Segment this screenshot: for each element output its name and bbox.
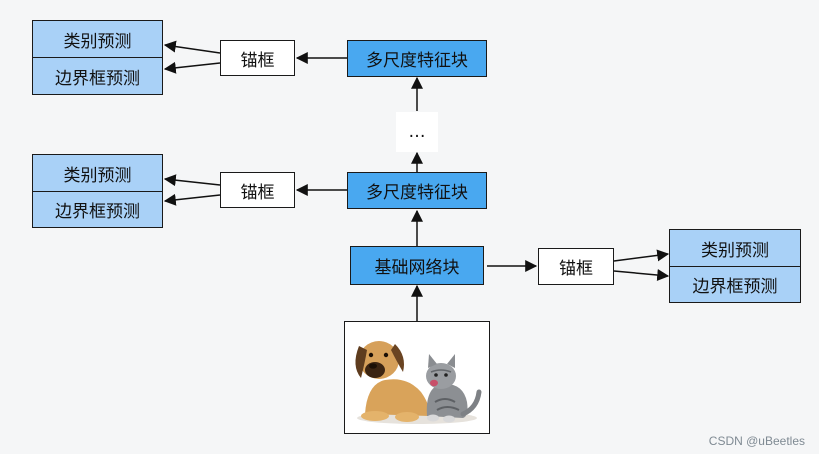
multiscale-block-middle: 多尺度特征块 (347, 172, 487, 209)
class-prediction-box-middle: 类别预测 (32, 154, 163, 192)
bbox-prediction-box-top: 边界框预测 (32, 57, 163, 95)
bbox-prediction-label: 边界框预测 (55, 202, 140, 222)
bbox-prediction-label: 边界框预测 (692, 277, 778, 297)
multiscale-block-label: 多尺度特征块 (366, 183, 468, 203)
ellipsis-label: … (408, 122, 426, 142)
base-block-label: 基础网络块 (374, 258, 460, 278)
bbox-prediction-label: 边界框预测 (55, 68, 140, 89)
bbox-prediction-box-right: 边界框预测 (669, 266, 801, 303)
class-prediction-label: 类别预测 (63, 31, 132, 52)
base-network-block: 基础网络块 (350, 246, 484, 285)
class-prediction-label: 类别预测 (63, 165, 132, 186)
arrow-anchor-right-to-class (613, 249, 670, 262)
arrow-anchor-top-to-bbox (163, 61, 221, 74)
puppy-and-kitten-illustration (355, 341, 482, 424)
ellipsis-box: … (396, 112, 438, 152)
anchor-label: 锚框 (240, 50, 275, 71)
anchor-box-right: 锚框 (538, 248, 614, 285)
arrow-anchor-mid-to-class (163, 174, 221, 187)
multiscale-block-label: 多尺度特征块 (366, 51, 468, 71)
arrow-anchor-right-to-bbox (613, 269, 670, 281)
input-image (344, 321, 490, 434)
class-prediction-box-right: 类别预测 (669, 229, 801, 267)
class-prediction-box-top: 类别预测 (32, 20, 163, 58)
multiscale-block-top: 多尺度特征块 (347, 40, 487, 77)
anchor-label: 锚框 (240, 182, 275, 203)
anchor-label: 锚框 (559, 259, 593, 279)
watermark: CSDN @uBeetles (708, 434, 805, 448)
arrow-anchor-mid-to-bbox (163, 193, 221, 206)
arrow-anchor-top-to-class (163, 40, 221, 54)
class-prediction-label: 类别预测 (701, 240, 769, 261)
bbox-prediction-box-middle: 边界框预测 (32, 191, 163, 228)
anchor-box-top: 锚框 (220, 40, 295, 76)
anchor-box-middle: 锚框 (220, 172, 295, 208)
